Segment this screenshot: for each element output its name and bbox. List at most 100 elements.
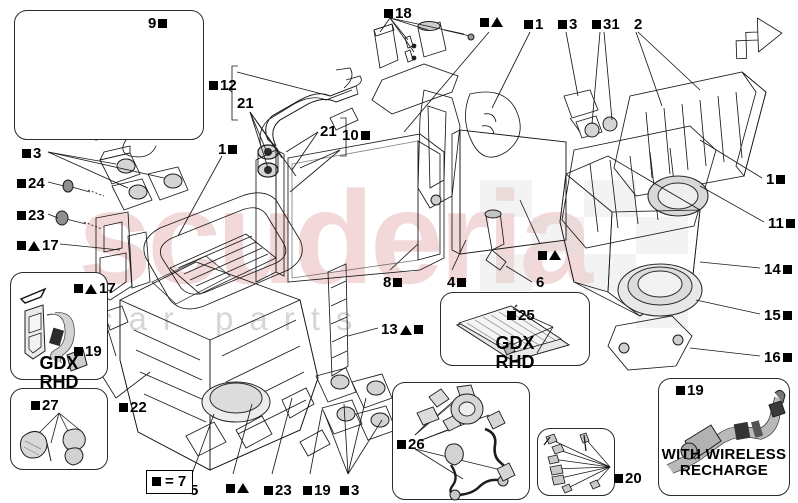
square-equals-legend: = 7	[146, 470, 194, 494]
hvac-housing-art	[103, 192, 331, 471]
callout-square-icon	[360, 131, 370, 140]
callout-number: 23	[275, 482, 292, 499]
callout-8: 8	[383, 274, 403, 291]
callout-number: 1	[535, 16, 544, 33]
callout-number: 21	[237, 95, 254, 112]
callout-square-icon	[209, 81, 218, 90]
wireless-recharge-caption: WITH WIRELESS RECHARGE	[658, 446, 790, 480]
callout-square-icon	[303, 486, 312, 495]
callout-square-icon	[393, 278, 403, 287]
callout-number: 31	[603, 16, 620, 33]
actuator-motor-cluster-top	[147, 166, 189, 201]
screw-24	[62, 179, 105, 197]
inset-harness	[14, 10, 204, 140]
callout-square-icon	[614, 474, 623, 483]
inset-callout-27: 27	[31, 398, 59, 413]
callout-square-icon	[17, 211, 26, 220]
callout-number: 3	[351, 482, 360, 499]
screw-23	[55, 210, 103, 230]
callout-1: 1	[766, 172, 786, 187]
callout-square-icon	[676, 386, 685, 395]
callout-number: 5	[190, 482, 199, 499]
callout-square-icon	[480, 17, 489, 27]
gdx-rhd-filter-caption: GDX RHD	[440, 333, 590, 373]
callout-number: 24	[28, 175, 45, 192]
callout-number: 19	[687, 382, 704, 399]
callout-18: 18	[384, 6, 412, 21]
actuator-motors-left	[55, 145, 153, 301]
callout-21: 21	[320, 124, 337, 139]
legend-equals-text: = 7	[165, 473, 187, 490]
inset-callout-20: 20	[614, 471, 642, 486]
callout-square-icon	[158, 19, 168, 28]
callout-24: 24	[17, 176, 45, 191]
callout-number: 8	[383, 274, 392, 291]
callout-square-icon	[592, 20, 601, 29]
callout-square-icon	[17, 241, 26, 250]
callout-number: 15	[764, 307, 781, 324]
callout-31: 31	[592, 17, 620, 32]
callout-number: 16	[764, 349, 781, 366]
callout-1: 1	[524, 17, 543, 32]
callout-square-icon	[340, 486, 349, 495]
inset-callout-17: 17	[74, 281, 116, 296]
callout-number: 19	[85, 343, 102, 360]
callout-22: 22	[119, 400, 147, 415]
callout-number: 18	[395, 5, 412, 22]
callout-11: 11	[768, 216, 795, 231]
callout-13: 13	[381, 322, 423, 337]
caption-rhd: RHD	[39, 372, 79, 393]
callout-triangle-icon	[237, 483, 249, 493]
callout-3: 3	[340, 483, 359, 498]
callout-2: 2	[634, 17, 642, 32]
callout-number: 12	[220, 77, 237, 94]
callout-symbol	[538, 250, 561, 260]
actuator-front-22	[103, 305, 129, 357]
actuator-motor-group-bottom	[315, 367, 397, 441]
leader-lines	[47, 17, 765, 475]
callout-triangle-icon	[85, 283, 97, 294]
brackets-art	[414, 384, 516, 501]
callout-square-icon	[74, 284, 83, 293]
callout-number: 27	[42, 397, 59, 414]
callout-number: 1	[218, 141, 227, 158]
callout-square-icon	[74, 347, 83, 356]
callout-square-icon	[558, 20, 567, 29]
callout-square-icon	[226, 483, 235, 493]
blower-assembly-art	[559, 71, 767, 371]
callout-15: 15	[764, 308, 792, 323]
inset-brackets	[392, 382, 530, 501]
wireless-hose-art	[666, 389, 786, 474]
caption-wireless-1: WITH WIRELESS	[661, 446, 787, 463]
caption-wireless-2: RECHARGE	[679, 462, 769, 480]
callout-9: 9	[148, 16, 168, 31]
inset-fasteners	[537, 428, 615, 496]
callout-14: 14	[764, 262, 792, 277]
caption-gdx-2: GDX	[495, 333, 535, 353]
inset-callout-19: 19	[74, 344, 102, 359]
callout-square-icon	[538, 250, 547, 260]
caption-rhd-2: RHD	[495, 352, 535, 373]
callout-square-icon	[17, 179, 26, 188]
inset-wireless-recharge	[658, 378, 790, 496]
callout-symbol	[480, 17, 503, 27]
callout-4: 4	[447, 275, 467, 290]
callout-number: 23	[28, 207, 45, 224]
callout-1: 1	[218, 141, 238, 158]
callout-number: 11	[768, 215, 784, 232]
callout-3: 3	[558, 17, 577, 32]
callout-number: 26	[408, 436, 425, 453]
callout-triangle-icon	[399, 324, 412, 335]
legend-square-icon	[152, 477, 161, 486]
callout-triangle-icon	[28, 240, 40, 251]
callout-square-icon	[228, 145, 238, 154]
callout-23: 23	[264, 483, 292, 498]
callout-square-icon	[457, 278, 467, 287]
callout-number: 17	[42, 237, 59, 254]
callout-19: 19	[303, 483, 331, 498]
hose-pair-art	[257, 67, 362, 178]
callout-symbol	[226, 483, 249, 493]
gdx-hose-art	[19, 287, 88, 372]
